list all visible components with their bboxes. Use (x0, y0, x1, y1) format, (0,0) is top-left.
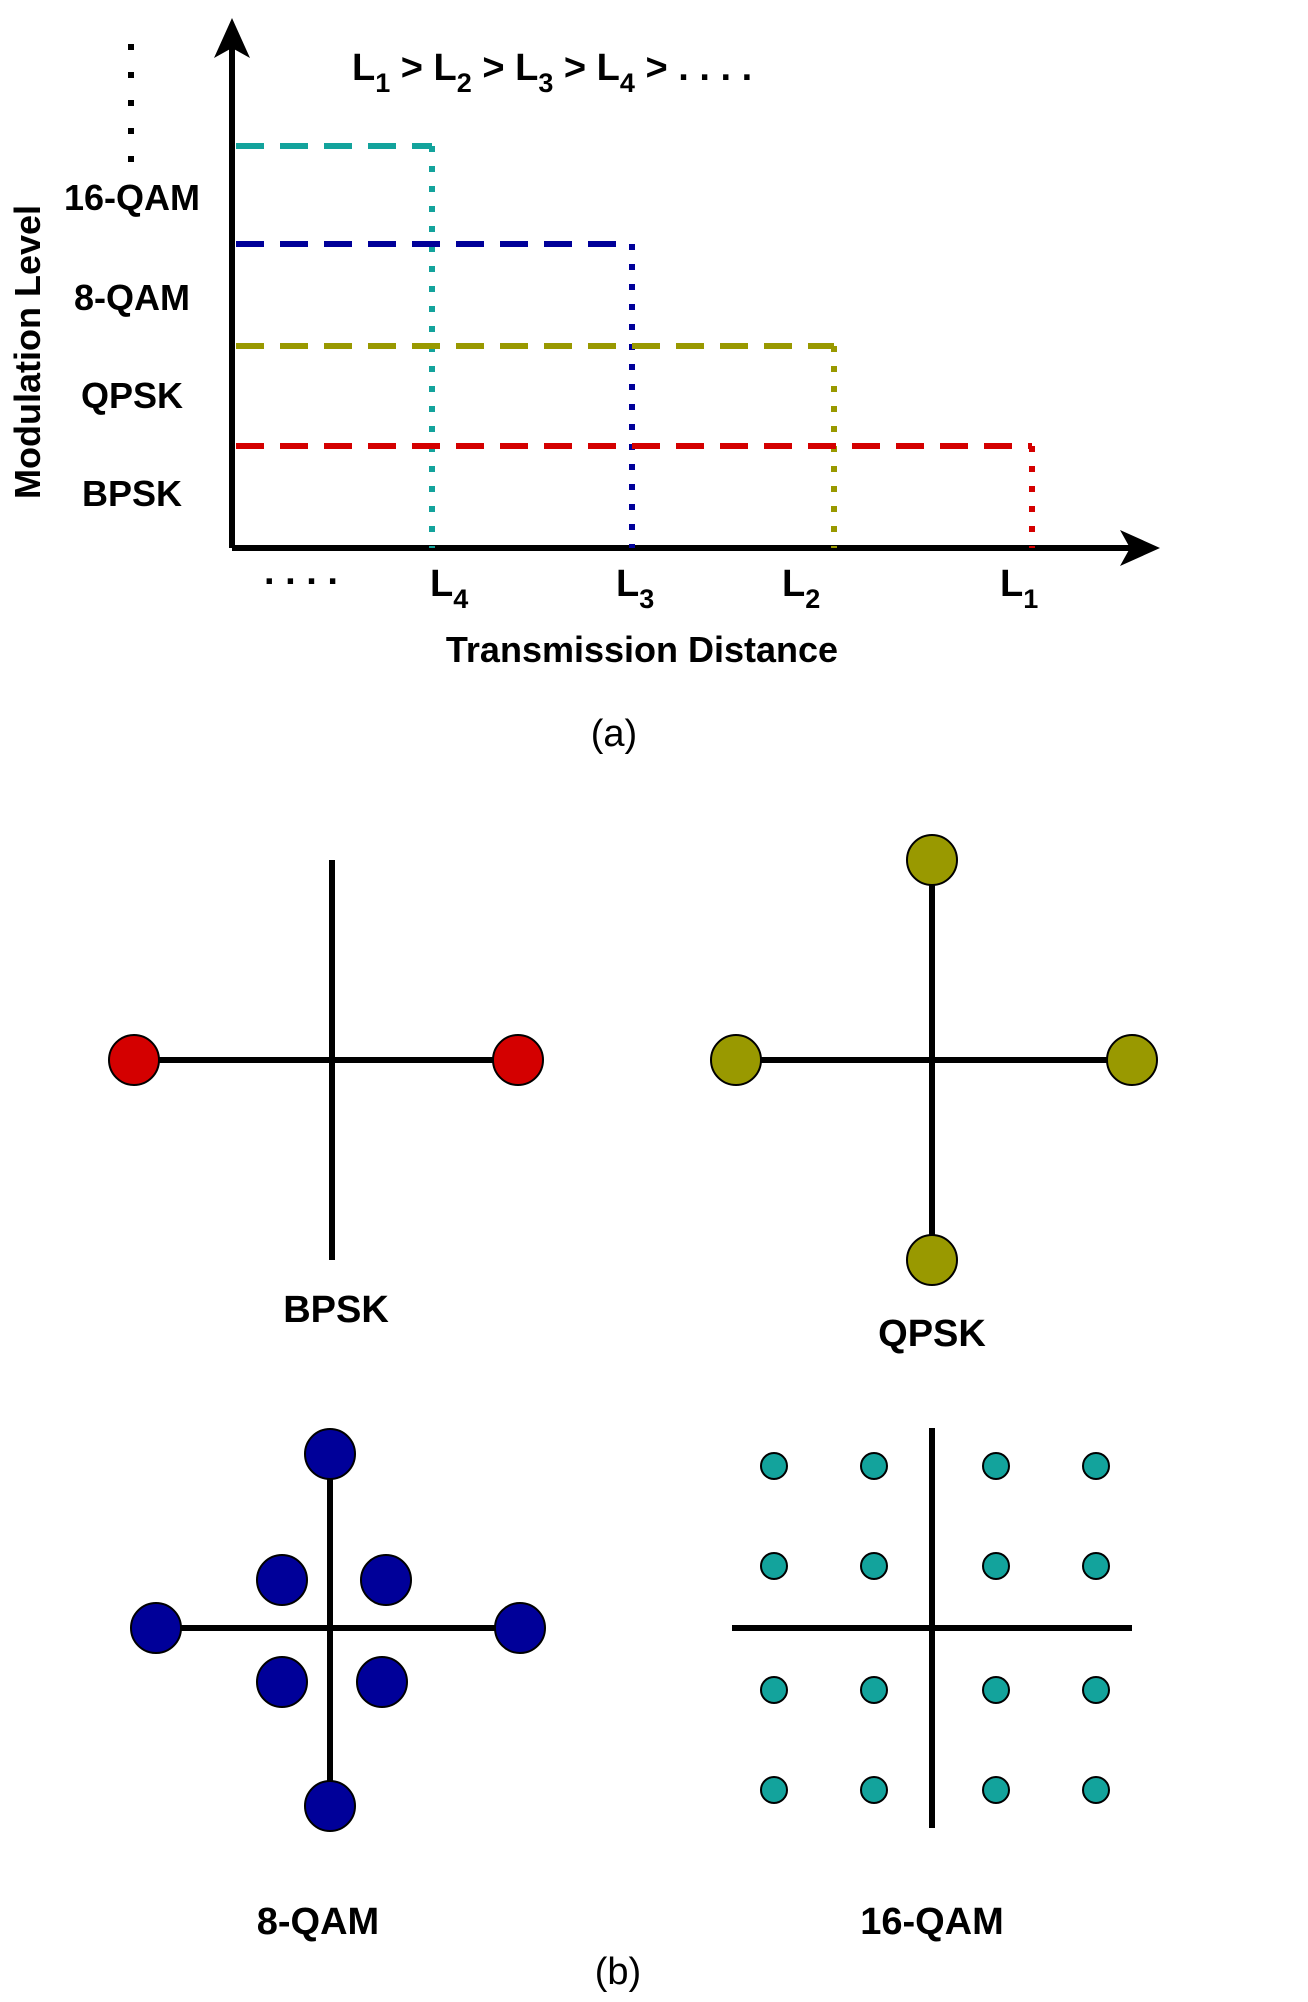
level-label-16qam: 16-QAM (64, 177, 200, 218)
x-axis-ellipsis: . . . . (264, 551, 338, 593)
qpsk-symbol-point (906, 834, 958, 886)
qam16-symbol-point (760, 1552, 788, 1580)
qam8-symbol-point (304, 1780, 356, 1832)
qam16-symbol-point (1082, 1676, 1110, 1704)
qam16-symbol-point (860, 1776, 888, 1804)
x-axis-title: Transmission Distance (446, 629, 838, 670)
qam16-symbol-point (760, 1452, 788, 1480)
qam8-symbol-point (356, 1656, 408, 1708)
qam16-symbol-point (760, 1676, 788, 1704)
level-label-qpsk: QPSK (81, 375, 183, 416)
distance-label-l1: L1 (1000, 563, 1038, 614)
qam16-symbol-point (982, 1452, 1010, 1480)
qam16-symbol-point (760, 1776, 788, 1804)
qam8-label: 8-QAM (257, 1901, 379, 1943)
panel-b: BPSK QPSK 8-QAM (108, 834, 1158, 1993)
panel-a: L1 > L2 > L3 > L4 > . . . . . . . . Modu… (7, 18, 1160, 755)
qpsk-symbol-point (1106, 1034, 1158, 1086)
qpsk-constellation: QPSK (710, 834, 1158, 1355)
qam8-symbol-point (256, 1554, 308, 1606)
qpsk-symbol-point (710, 1034, 762, 1086)
qam16-symbol-grid (760, 1452, 1110, 1804)
level-label-bpsk: BPSK (82, 473, 182, 514)
qam16-symbol-point (982, 1776, 1010, 1804)
bpsk-constellation: BPSK (108, 860, 544, 1331)
qpsk-label: QPSK (878, 1313, 986, 1355)
y-axis-ellipsis (128, 44, 134, 162)
bpsk-symbol-point (108, 1034, 160, 1086)
y-axis-title: Modulation Level (7, 205, 48, 499)
qam16-symbol-point (1082, 1552, 1110, 1580)
x-axis-arrowhead (1120, 530, 1160, 566)
qam16-symbol-point (1082, 1776, 1110, 1804)
qam16-symbol-point (860, 1676, 888, 1704)
qam16-symbol-point (1082, 1452, 1110, 1480)
qam8-symbol-point (360, 1554, 412, 1606)
bpsk-label: BPSK (283, 1289, 389, 1331)
qam8-constellation: 8-QAM (130, 1428, 546, 1943)
distance-label-l2: L2 (782, 563, 820, 614)
qam8-symbol-point (304, 1428, 356, 1480)
y-axis-arrowhead (214, 18, 250, 58)
qam16-symbol-point (982, 1552, 1010, 1580)
level-label-8qam: 8-QAM (74, 277, 190, 318)
qam8-symbol-point (130, 1602, 182, 1654)
limit-bpsk (236, 443, 1035, 548)
distance-label-l3: L3 (616, 563, 654, 614)
distance-label-l4: L4 (430, 563, 468, 614)
limit-8qam (236, 241, 635, 548)
bpsk-symbol-point (492, 1034, 544, 1086)
qam8-symbol-point (256, 1656, 308, 1708)
qam8-symbol-point (494, 1602, 546, 1654)
panel-a-caption: (a) (591, 713, 637, 755)
qam16-constellation: 16-QAM (732, 1428, 1132, 1943)
qpsk-symbol-point (906, 1234, 958, 1286)
qam16-symbol-point (982, 1676, 1010, 1704)
panel-b-caption: (b) (595, 1951, 641, 1993)
distance-relation-text: L1 > L2 > L3 > L4 > . . . . (352, 47, 752, 98)
qam16-symbol-point (860, 1552, 888, 1580)
qam16-symbol-point (860, 1452, 888, 1480)
qam16-label: 16-QAM (860, 1901, 1004, 1943)
